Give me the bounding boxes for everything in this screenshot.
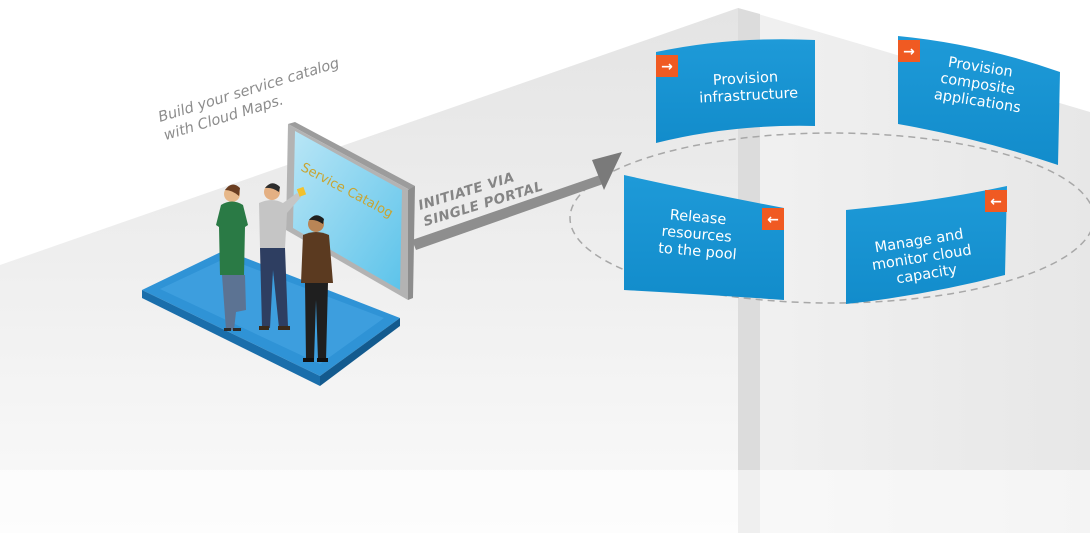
panel-line: infrastructure xyxy=(699,85,799,106)
panel-line: Provision xyxy=(712,69,778,88)
panel-badge xyxy=(898,40,920,62)
panel-line: to the pool xyxy=(658,240,738,263)
svg-text:Manage and monitor cloud: Manage and monitor cloud capacity xyxy=(868,225,980,291)
panel-line: resources xyxy=(661,224,732,246)
service-catalog-screen: Service Catalog xyxy=(286,122,415,300)
panel-line: Release xyxy=(669,207,727,228)
panel-badge xyxy=(985,190,1007,212)
person-woman xyxy=(216,184,248,331)
person-man-brown xyxy=(301,215,333,362)
person-man-grey xyxy=(259,183,307,330)
panel-badge xyxy=(762,208,784,230)
panel-provision-composite-applications: → Provision composite applications xyxy=(898,36,1060,165)
svg-text:Provision infrastructure: Provision infrastructure xyxy=(698,68,799,106)
arrow-left-icon: ← xyxy=(767,212,779,228)
panel-release-resources: ← Release resources to the pool xyxy=(624,175,784,300)
portal-arrow-head xyxy=(592,152,622,190)
arrow-right-icon: → xyxy=(661,59,673,75)
arrow-left-icon: ← xyxy=(990,194,1002,210)
arrow-right-icon: → xyxy=(903,44,915,60)
portal-arrow-shaft xyxy=(412,175,606,250)
panel-badge xyxy=(656,55,678,77)
panel-provision-infrastructure: → Provision infrastructure xyxy=(656,39,815,144)
platform xyxy=(142,250,400,386)
svg-text:Release resources: Release resources to the pool xyxy=(658,207,741,264)
floor-fade xyxy=(0,470,1090,533)
tagline: Build your service catalog with Cloud Ma… xyxy=(156,54,351,144)
panel-manage-monitor-capacity: ← Manage and monitor cloud capacity xyxy=(846,186,1007,304)
cycle-ellipse xyxy=(569,132,1090,304)
